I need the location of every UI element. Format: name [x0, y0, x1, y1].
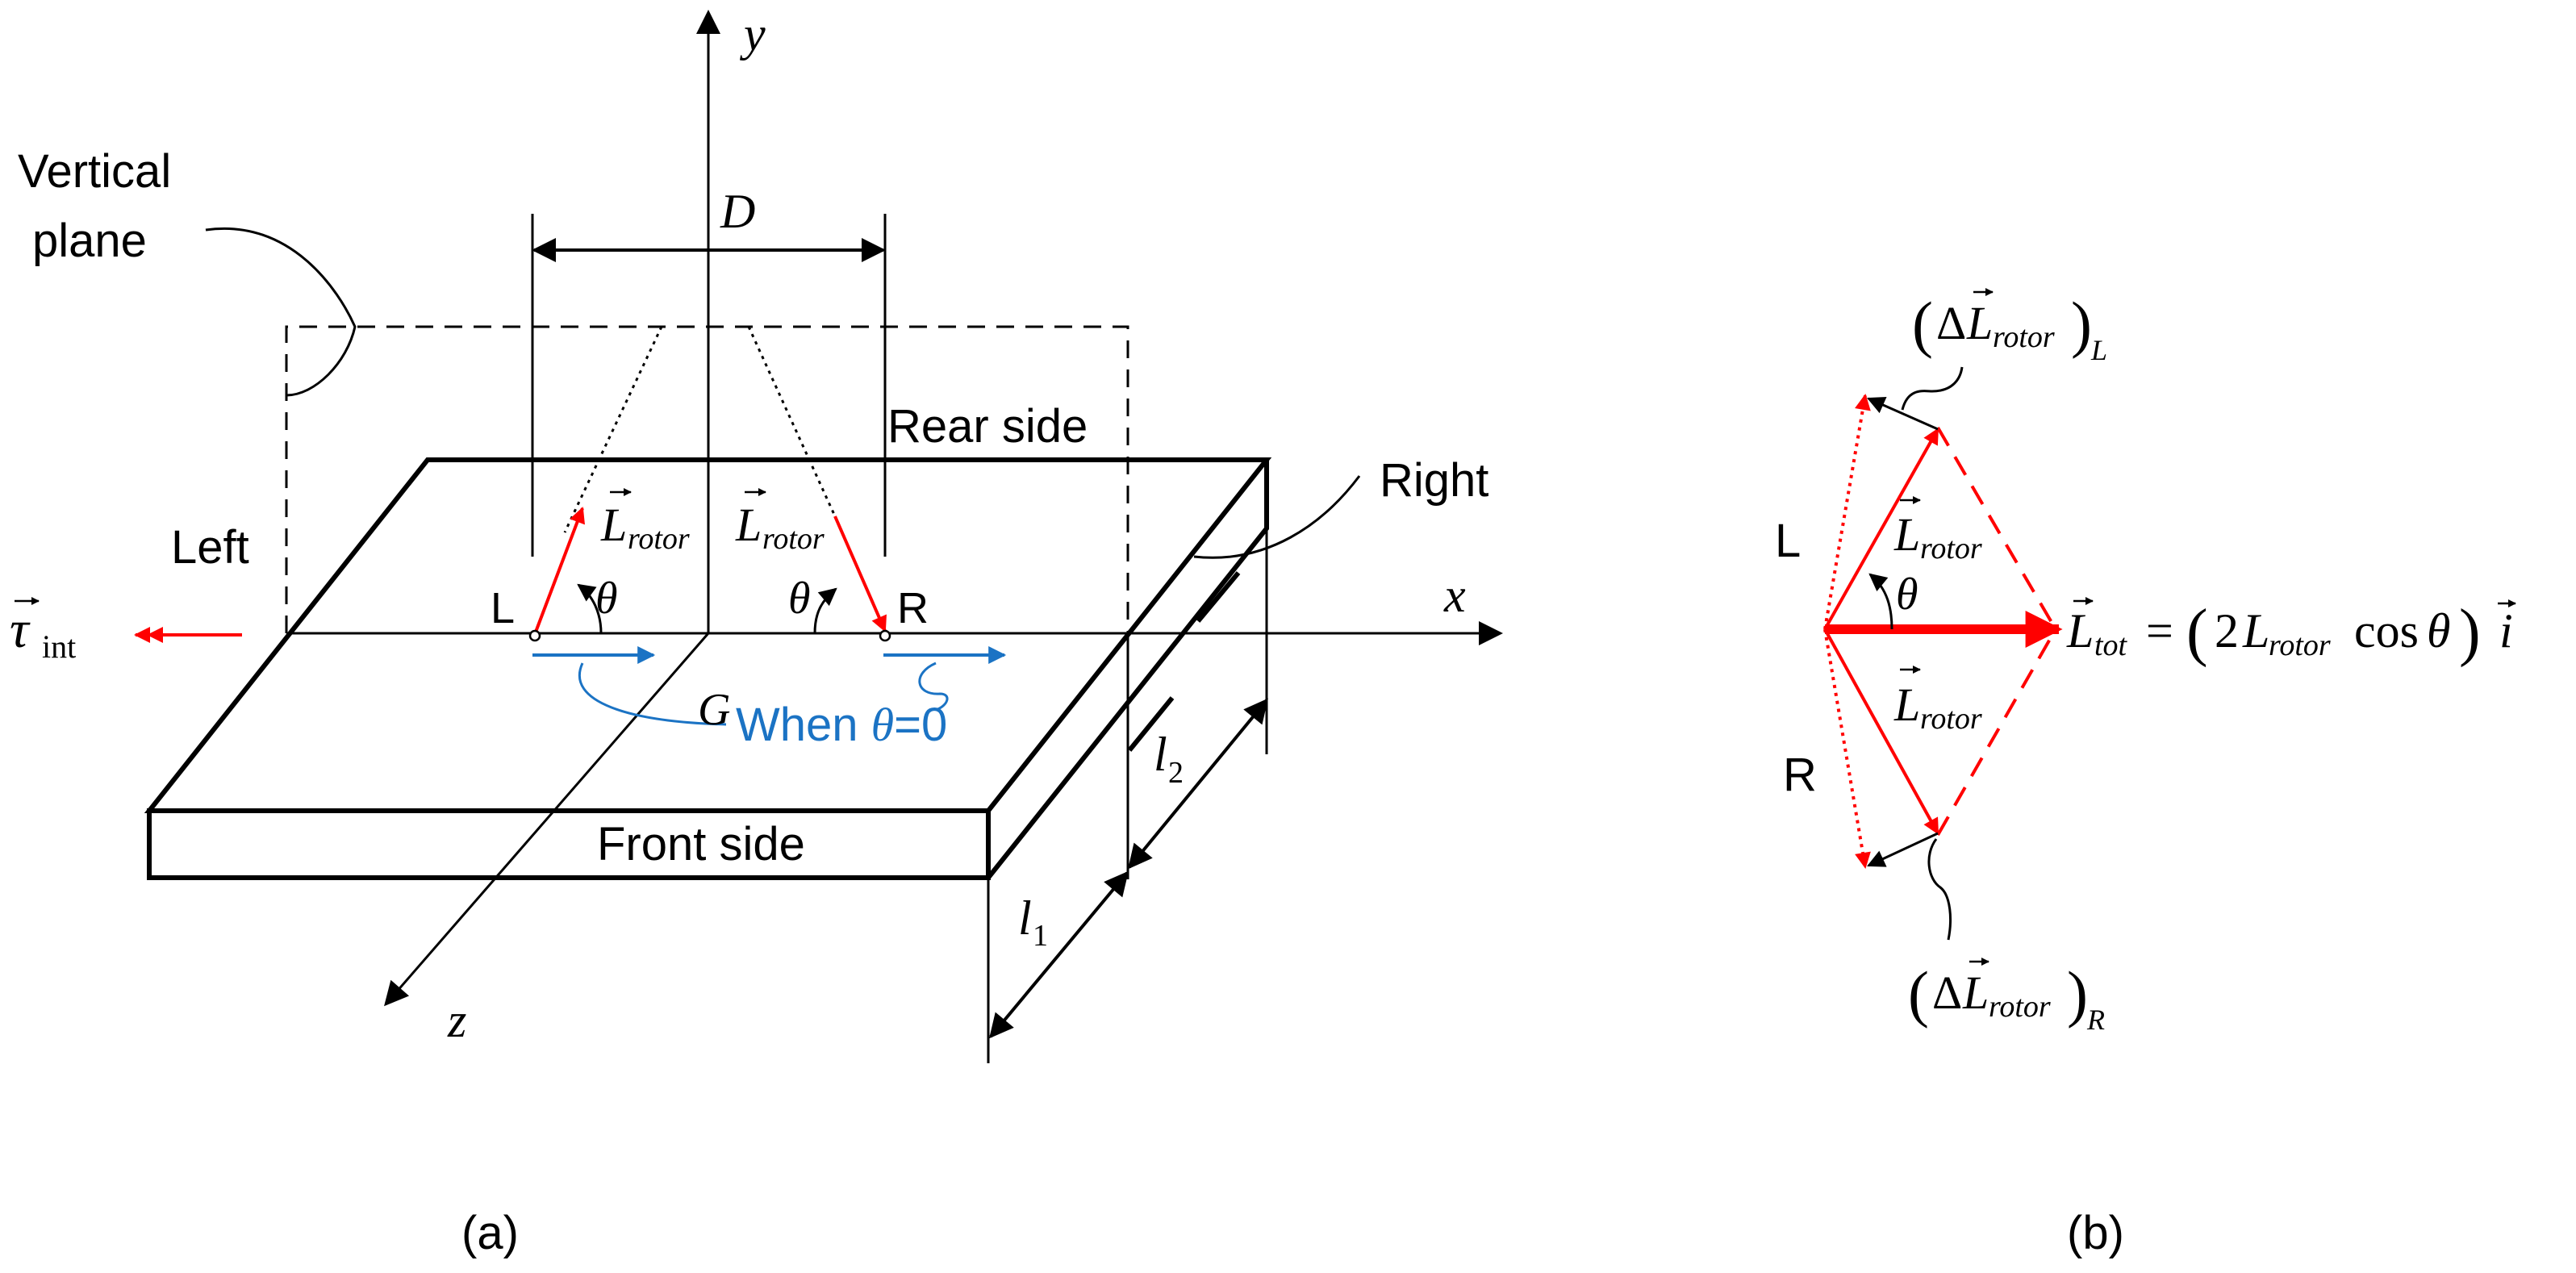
svg-text:2: 2 [2215, 604, 2239, 657]
center-of-gravity-label: G [698, 685, 730, 735]
rotor-point-right [879, 629, 891, 642]
l2-dimension-arrow [1128, 698, 1268, 870]
x-axis-label: x [1443, 569, 1466, 622]
l2-label: l 2 [1154, 728, 1184, 790]
rotor-label-left: L rotor [600, 488, 690, 556]
svg-text:): ) [2067, 958, 2088, 1029]
svg-text:L: L [2090, 334, 2107, 366]
label-r-b: R [1783, 749, 1817, 801]
theta-b-label: θ [1896, 570, 1918, 620]
svg-text:l: l [1018, 891, 1032, 945]
theta-arc-b [1868, 573, 1893, 630]
caption-b: (b) [2067, 1207, 2124, 1259]
svg-text:L: L [1966, 297, 1993, 349]
right-edge-tick-upper [1196, 571, 1241, 623]
svg-text:Δ: Δ [1932, 966, 1962, 1019]
svg-text:Δ: Δ [1936, 297, 1966, 349]
svg-text:rotor: rotor [2269, 628, 2331, 662]
delta-label-top: ( Δ L rotor ) L [1912, 288, 2107, 366]
parallelogram-dash-upper [1936, 426, 2057, 631]
rotor-vector-left [533, 507, 585, 635]
svg-text:rotor: rotor [1920, 702, 1982, 736]
svg-text:rotor: rotor [1989, 990, 2051, 1024]
panel-b: L R θ L rotor L rotor ( Δ L rotor ) L ( … [1775, 288, 2516, 1259]
svg-text:=: = [2146, 604, 2173, 657]
delta-vector-right [1867, 832, 1939, 867]
right-label-leader [1193, 475, 1361, 559]
svg-text:1: 1 [1033, 919, 1048, 953]
front-side-label: Front side [597, 818, 805, 870]
svg-text:rotor: rotor [628, 522, 690, 556]
svg-text:(: ( [1908, 958, 1929, 1029]
z-axis-label: z [447, 994, 466, 1047]
caption-a: (a) [461, 1207, 519, 1259]
when-theta-zero-label: When θ=0 [736, 699, 947, 751]
projection-line-right [747, 326, 837, 517]
z-axis [384, 632, 710, 1007]
svg-text:): ) [2071, 289, 2092, 359]
rotor-vector-right [833, 515, 887, 632]
plate-front-face [147, 808, 991, 880]
parallelogram-dash-lower [1936, 628, 2057, 836]
svg-text:L: L [1893, 678, 1920, 731]
svg-text:L: L [735, 499, 762, 551]
svg-text:i: i [2499, 604, 2513, 657]
svg-text:tot: tot [2094, 628, 2128, 662]
rotor-vector-left-b [1823, 428, 1939, 630]
svg-text:rotor: rotor [762, 522, 825, 556]
svg-text:rotor: rotor [1920, 532, 1982, 566]
when-label-leader-right [918, 662, 949, 712]
svg-text:2: 2 [1168, 756, 1184, 790]
vertical-plane-label-line2: plane [32, 215, 147, 267]
theta-right-label: θ [788, 574, 811, 624]
svg-text:(: ( [2186, 597, 2208, 668]
when-label-leader-left [578, 662, 727, 726]
rotor-vector-right-b [1823, 628, 1939, 835]
delta-vector-left [1866, 396, 1939, 431]
theta-arc-right [813, 587, 837, 634]
vertical-plane-label-line1: Vertical [18, 145, 171, 198]
point-l-label: L [491, 584, 515, 632]
right-label: Right [1380, 454, 1488, 507]
theta-arc-left [577, 583, 603, 634]
theta-left-label: θ [595, 574, 618, 624]
svg-text:θ: θ [2427, 604, 2450, 657]
total-vector-equation: L tot = ( 2 L rotor cos θ ) i [2066, 597, 2516, 668]
svg-text:int: int [42, 628, 76, 665]
svg-text:L: L [2066, 604, 2094, 657]
svg-text:cos: cos [2354, 604, 2419, 657]
label-l-b: L [1775, 515, 1801, 567]
svg-text:L: L [1893, 508, 1920, 561]
rotor-label-lower-b: L rotor [1893, 666, 1982, 736]
svg-text:rotor: rotor [1993, 320, 2055, 354]
svg-text:L: L [600, 499, 627, 551]
y-axis-label: y [739, 7, 766, 61]
l1-label: l 1 [1018, 891, 1048, 953]
rear-side-label: Rear side [887, 400, 1088, 453]
svg-text:(: ( [1912, 289, 1933, 359]
rotor-point-left [528, 629, 541, 642]
delta-label-leader-top [1901, 366, 1964, 411]
svg-text:): ) [2459, 597, 2481, 668]
svg-text:τ: τ [10, 600, 31, 659]
left-label: Left [171, 521, 249, 574]
l1-dimension-arrow [989, 870, 1129, 1039]
point-r-label: R [897, 584, 929, 632]
svg-text:L: L [1962, 966, 1989, 1019]
d-dimension-label: D [720, 185, 755, 238]
delta-label-bottom: ( Δ L rotor ) R [1908, 958, 2105, 1036]
rotor-label-right: L rotor [735, 488, 825, 556]
rotor-label-upper-b: L rotor [1893, 496, 1982, 566]
tau-int-label: τ int [10, 597, 76, 665]
delta-label-leader-bottom [1927, 838, 1952, 941]
svg-text:L: L [2242, 604, 2269, 657]
vertical-plane-leader [205, 227, 357, 397]
svg-text:R: R [2086, 1004, 2105, 1036]
panel-a: Vertical plane Left Rear side Right Fron… [10, 7, 1503, 1259]
projection-line-left [563, 326, 663, 533]
svg-text:l: l [1154, 728, 1167, 781]
